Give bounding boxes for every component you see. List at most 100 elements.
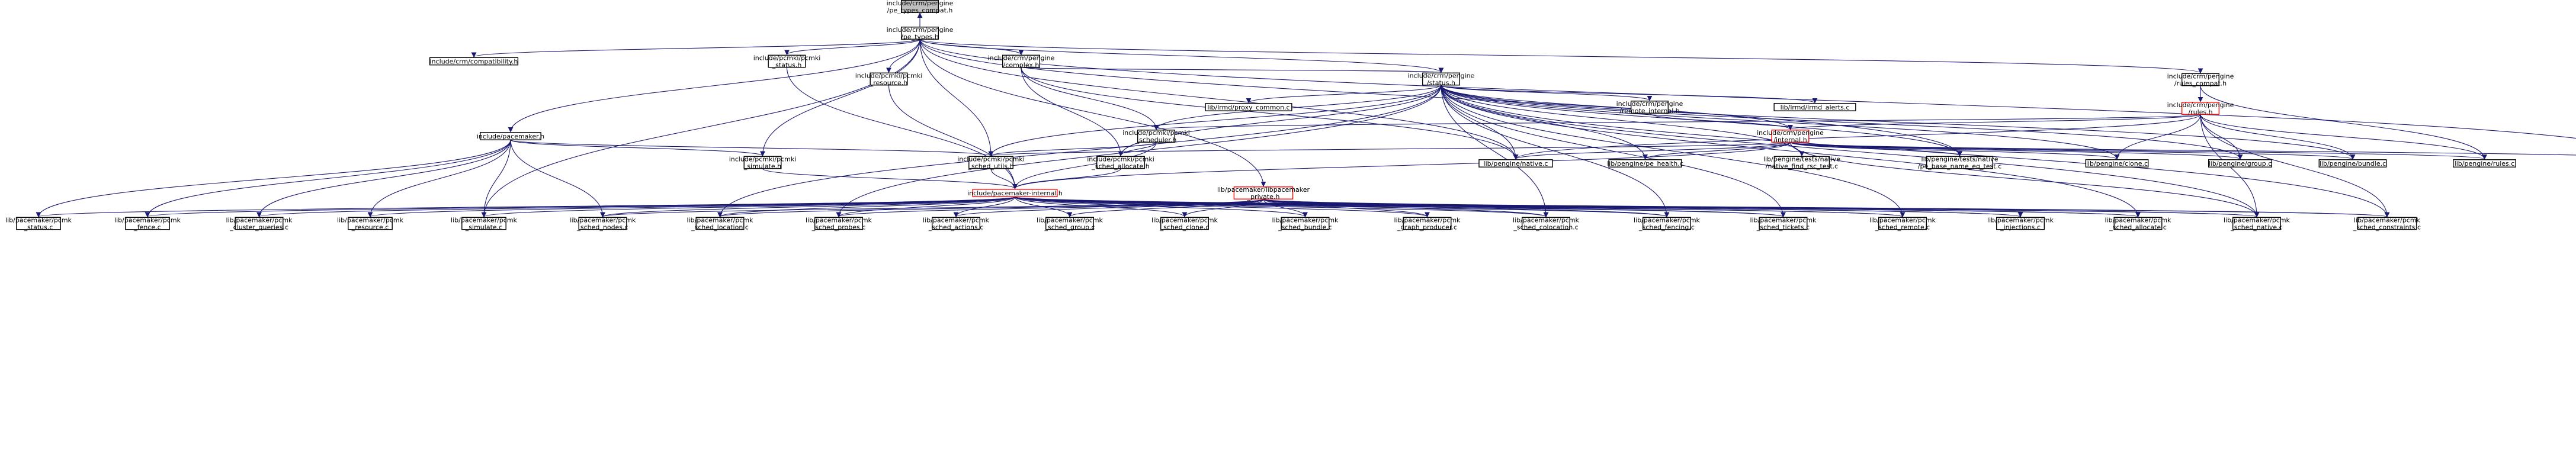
node-box: [743, 156, 782, 169]
node-label: include/crm/pengine: [887, 26, 954, 34]
node-pengine-rules-c[interactable]: lib/pengine/rules.c: [2453, 159, 2516, 168]
node-base-name-eq[interactable]: lib/pengine/tests/native/pe_base_name_eq…: [1918, 156, 2001, 170]
node-label: _simulate.c: [465, 224, 502, 231]
node-sched-probes[interactable]: lib/pacemaker/pcmk_sched_probes.c: [806, 217, 872, 231]
node-pcmk-internal[interactable]: include/pacemaker-internal.h: [967, 189, 1063, 197]
node-label: include/crm/pengine: [1408, 72, 1475, 80]
node-sched-bundle[interactable]: lib/pacemaker/pcmk_sched_bundle.c: [1272, 217, 1339, 231]
edge-lib_private-to-sched_nodes: [600, 198, 1264, 218]
node-lib-private[interactable]: lib/pacemaker/libpacemaker_private.h: [1217, 186, 1310, 201]
node-sched-actions[interactable]: lib/pacemaker/pcmk_sched_actions.c: [923, 217, 990, 231]
node-sched-clone[interactable]: lib/pacemaker/pcmk_sched_clone.c: [1151, 217, 1218, 231]
node-sched-native[interactable]: lib/pacemaker/pcmk_sched_native.c: [2224, 217, 2291, 231]
edge-pcmk_internal-to-sched_nodes: [600, 196, 1016, 218]
node-label: lib/pengine/tests/native: [1921, 156, 1998, 163]
node-compat[interactable]: include/crm/compatibility.h: [429, 57, 519, 66]
node-status[interactable]: include/crm/pengine/status.h: [1408, 72, 1475, 87]
edge-pengine_internal-to-pe_health: [1643, 141, 1791, 160]
node-sched-constraints[interactable]: lib/pacemaker/pcmk_sched_constraints.c: [2353, 217, 2421, 231]
node-label: _sched_tickets.c: [1756, 224, 1810, 231]
node-scheduler[interactable]: include/pcmki/pcmki_scheduler.h: [1122, 129, 1190, 144]
node-pe-health[interactable]: lib/pengine/pe_health.c: [1607, 159, 1683, 168]
node-clone[interactable]: lib/pengine/clone.c: [2085, 159, 2149, 168]
node-box: [1878, 217, 1927, 230]
node-sched-fencing[interactable]: lib/pacemaker/pcmk_sched_fencing.c: [1634, 217, 1701, 231]
edge-pacemaker-to-sched_utils: [510, 139, 994, 157]
node-box: [1759, 217, 1808, 230]
node-label: /pe_types.h: [901, 33, 939, 41]
node-label: _status.h: [772, 62, 802, 69]
node-box: [348, 217, 393, 230]
node-label: _sched_nodes.c: [576, 224, 628, 231]
node-box: [1233, 186, 1294, 199]
node-label: include/pcmki/pcmki: [957, 156, 1025, 163]
node-box: [2085, 159, 2149, 168]
node-label: include/pacemaker-internal.h: [967, 189, 1063, 197]
edge-pcmk_internal-to-pcmk_simulate: [481, 196, 1016, 218]
edge-status-to-sched_allocate_h: [1118, 85, 1442, 157]
node-pacemaker[interactable]: include/pacemaker.h: [477, 132, 544, 140]
node-remote-internal[interactable]: include/crm/pengine/remote_internal.h: [1616, 100, 1683, 115]
node-label: lib/pengine/clone.c: [2086, 160, 2148, 168]
node-sched-colocation[interactable]: lib/pacemaker/pcmk_sched_colocation.c: [1513, 217, 1580, 231]
node-pcmki-simulate[interactable]: include/pcmki/pcmki_simulate.h: [729, 156, 797, 170]
node-sched-remote[interactable]: lib/pacemaker/pcmk_sched_remote.c: [1869, 217, 1936, 231]
node-complex[interactable]: include/crm/pengine/complex.h: [988, 54, 1055, 69]
node-pcmk-simulate[interactable]: lib/pacemaker/pcmk_simulate.c: [451, 217, 518, 231]
edge-pacemaker-to-pcmk_fence: [145, 140, 511, 218]
edge-status-to-sched_colocation: [1441, 85, 1549, 218]
node-label: _sched_utils.h: [967, 163, 1013, 170]
node-sched-allocate-c[interactable]: lib/pacemaker/pcmk_sched_allocate.c: [2105, 217, 2172, 231]
edge-pacemaker-to-cluster_queries: [256, 140, 511, 218]
node-pengine-internal[interactable]: include/crm/pengine/internal.h: [1757, 129, 1824, 144]
node-injections[interactable]: lib/pacemaker/pcmk_injections.c: [1987, 217, 2054, 231]
node-cluster-queries[interactable]: lib/pacemaker/pcmk_cluster_queries.c: [226, 217, 293, 231]
node-box: [1160, 217, 1209, 230]
node-graph-producer[interactable]: lib/pacemaker/pcmk_graph_producer.c: [1394, 217, 1461, 231]
node-sched-nodes[interactable]: lib/pacemaker/pcmk_sched_nodes.c: [570, 217, 637, 231]
edge-complex-to-native: [1021, 67, 1519, 160]
node-pcmk-resource[interactable]: lib/pacemaker/pcmk_resource.c: [337, 217, 404, 231]
node-proxy-common[interactable]: lib/lrmd/proxy_common.c: [1205, 103, 1292, 111]
node-pcmk-status[interactable]: lib/pacemaker/pcmk_status.c: [5, 217, 72, 231]
node-pcmki-status[interactable]: include/pcmki/pcmki_status.h: [753, 54, 821, 69]
edge-lib_private-to-sched_location: [717, 198, 1264, 218]
edge-status-to-group: [1441, 85, 2243, 160]
node-rules[interactable]: include/crm/pengine/rules.h: [2167, 101, 2234, 116]
node-native[interactable]: lib/pengine/native.c: [1478, 159, 1553, 168]
edge-rules-to-group: [2200, 114, 2243, 160]
node-rules-compat[interactable]: include/crm/pengine/rules_compat.h: [2167, 73, 2234, 88]
node-group[interactable]: lib/pengine/group.c: [2208, 159, 2273, 168]
node-label: lib/pacemaker/pcmk: [2105, 217, 2172, 224]
node-label: include/pacemaker.h: [477, 133, 544, 140]
node-sched-location[interactable]: lib/pacemaker/pcmk_sched_location.c: [687, 217, 754, 231]
edge-rules-to-native: [1513, 114, 2201, 160]
edge-rules-to-clone: [2114, 114, 2201, 160]
edge-pcmk_internal-to-pcmk_fence: [145, 196, 1016, 218]
node-label: /status.h: [1427, 79, 1455, 87]
edge-sched_utils-to-pcmk_internal: [990, 168, 1018, 189]
node-label: include/pcmki/pcmki: [1122, 129, 1190, 137]
node-label: _status.c: [24, 224, 53, 231]
node-sched-allocate-h[interactable]: include/pcmki/pcmki_sched_allocate.h: [1087, 156, 1154, 170]
node-label: _sched_actions.c: [928, 224, 984, 231]
node-sched-tickets[interactable]: lib/pacemaker/pcmk_sched_tickets.c: [1750, 217, 1817, 231]
node-sched-utils[interactable]: include/pcmki/pcmki_sched_utils.h: [957, 156, 1025, 170]
node-root[interactable]: include/crm/pengine/pe_types_compat.h: [887, 0, 954, 14]
edge-lib_private-to-sched_probes: [836, 198, 1264, 218]
node-box: [1205, 103, 1292, 111]
node-lrmd-alerts[interactable]: lib/lrmd/lrmd_alerts.c: [1773, 103, 1856, 111]
node-box: [2181, 73, 2220, 86]
node-bundle[interactable]: lib/pengine/bundle.c: [2318, 159, 2387, 168]
node-pcmki-resource[interactable]: include/pcmki/pcmki_resource.h: [855, 72, 923, 87]
node-label: /native_find_rsc_test.c: [1766, 163, 1838, 170]
node-label: lib/pacemaker/pcmk: [5, 217, 72, 224]
node-pe-types[interactable]: include/crm/pengine/pe_types.h: [887, 26, 954, 41]
node-box: [1773, 156, 1830, 169]
node-sched-group[interactable]: lib/pacemaker/pcmk_sched_group.c: [1037, 217, 1103, 231]
node-label: /remote_internal.h: [1619, 107, 1679, 115]
node-pcmk-fence[interactable]: lib/pacemaker/pcmk_fence.c: [114, 217, 181, 231]
edge-rules_compat-to-pengine_rules_c: [2200, 85, 2487, 160]
node-find-rsc-test[interactable]: lib/pengine/tests/native/native_find_rsc…: [1763, 156, 1840, 170]
edge-pcmki_simulate-to-pcmk_internal: [762, 168, 1018, 189]
